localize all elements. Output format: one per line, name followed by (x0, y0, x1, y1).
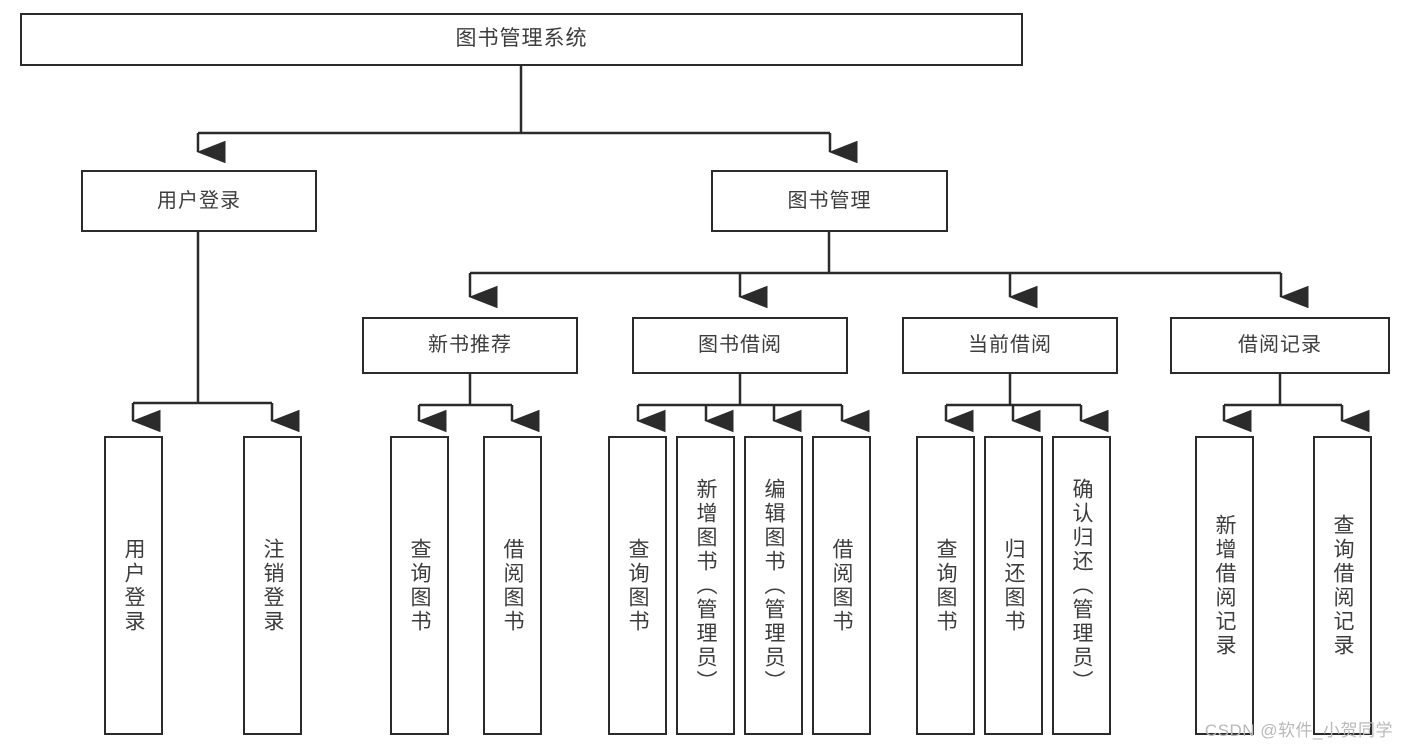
node-label: 新书推荐 (428, 334, 512, 356)
node-label: 用户登录 (157, 189, 241, 212)
node-leaf-borrow-book-1[interactable]: 借阅图书 (483, 436, 542, 735)
node-label: 确认归还（管理员） (1070, 477, 1093, 694)
node-leaf-edit-book[interactable]: 编辑图书（管理员） (744, 436, 803, 735)
node-leaf-add-record[interactable]: 新增借阅记录 (1195, 436, 1254, 735)
node-root[interactable]: 图书管理系统 (20, 13, 1023, 66)
node-label: 查询借阅记录 (1331, 513, 1354, 658)
node-label: 归还图书 (1002, 537, 1025, 634)
node-label: 查询图书 (408, 537, 431, 634)
node-leaf-query-book-1[interactable]: 查询图书 (390, 436, 449, 735)
node-label: 借阅图书 (501, 537, 524, 634)
node-label: 查询图书 (934, 537, 957, 634)
node-book-manage[interactable]: 图书管理 (711, 170, 948, 232)
node-label: 新增借阅记录 (1213, 513, 1236, 658)
node-current-borrow[interactable]: 当前借阅 (902, 317, 1118, 374)
node-book-borrow[interactable]: 图书借阅 (632, 317, 848, 374)
node-label: 图书管理系统 (455, 27, 588, 51)
node-label: 新增图书（管理员） (694, 477, 717, 694)
node-leaf-query-book-3[interactable]: 查询图书 (916, 436, 975, 735)
node-new-book-rec[interactable]: 新书推荐 (362, 317, 578, 374)
node-borrow-record[interactable]: 借阅记录 (1170, 317, 1390, 374)
watermark-text: CSDN @软件_小贺同学 (1204, 721, 1393, 740)
node-user-login[interactable]: 用户登录 (81, 170, 317, 232)
node-label: 当前借阅 (968, 334, 1052, 356)
node-label: 借阅图书 (830, 537, 853, 634)
node-leaf-logout[interactable]: 注销登录 (243, 436, 302, 735)
node-label: 编辑图书（管理员） (762, 477, 785, 694)
node-leaf-confirm-return[interactable]: 确认归还（管理员） (1052, 436, 1111, 735)
node-leaf-query-record[interactable]: 查询借阅记录 (1313, 436, 1372, 735)
node-leaf-query-book-2[interactable]: 查询图书 (608, 436, 667, 735)
node-label: 借阅记录 (1238, 334, 1322, 356)
node-label: 查询图书 (626, 537, 649, 634)
node-label: 图书管理 (787, 189, 872, 212)
node-leaf-borrow-book-2[interactable]: 借阅图书 (812, 436, 871, 735)
node-label: 注销登录 (261, 537, 284, 634)
node-label: 用户登录 (122, 537, 145, 634)
node-leaf-return-book[interactable]: 归还图书 (984, 436, 1043, 735)
node-leaf-user-login[interactable]: 用户登录 (104, 436, 163, 735)
node-label: 图书借阅 (698, 334, 782, 356)
node-leaf-add-book[interactable]: 新增图书（管理员） (676, 436, 735, 735)
